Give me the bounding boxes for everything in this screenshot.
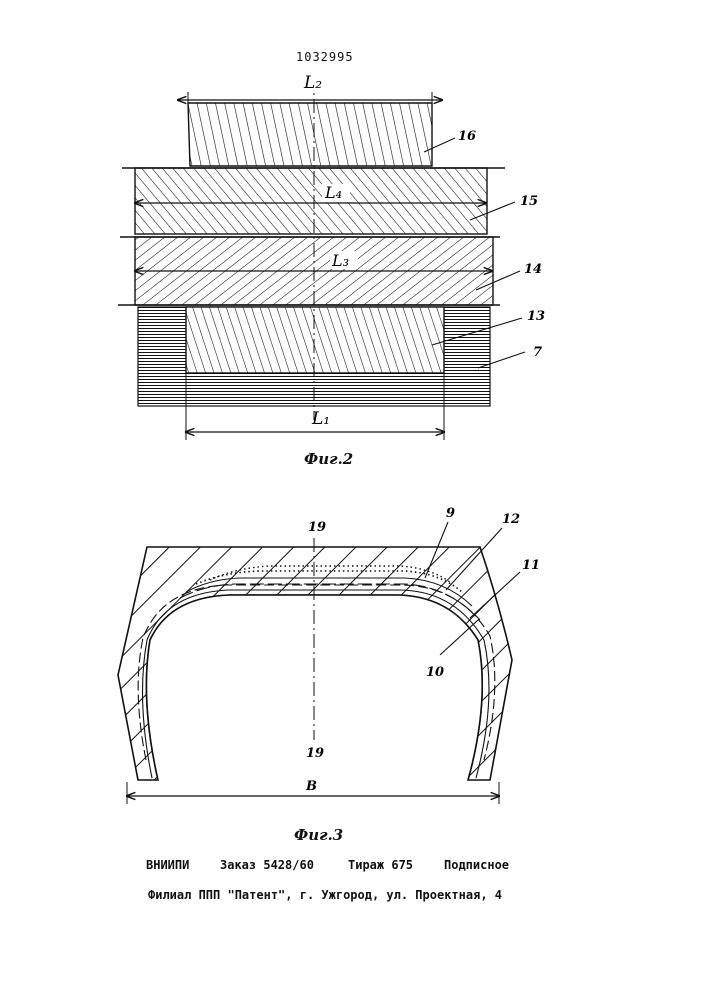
callout-7: 7 xyxy=(533,345,542,360)
callout-16: 16 xyxy=(458,129,476,144)
axis-label-bottom: 19 xyxy=(306,746,324,761)
callout-11: 11 xyxy=(522,558,540,573)
axis-label-top: 19 xyxy=(308,520,326,535)
dim-label-l3: L₃ xyxy=(331,251,349,270)
figure-3: 19 19 B 9 12 11 10 xyxy=(118,506,540,804)
figures-drawing: L₂ L₄ L₃ L₁ 16 15 14 13 7 xyxy=(0,0,707,860)
dim-label-l1: L₁ xyxy=(311,409,330,429)
footer-org: ВНИИПИ xyxy=(146,858,189,872)
dim-label-l2: L₂ xyxy=(303,73,322,93)
callout-13: 13 xyxy=(527,309,545,324)
callout-12: 12 xyxy=(502,512,520,527)
callout-14: 14 xyxy=(524,262,542,277)
callout-15: 15 xyxy=(520,194,538,209)
callout-10: 10 xyxy=(426,665,444,680)
callout-9: 9 xyxy=(446,506,455,521)
footer-circulation: Тираж 675 xyxy=(348,858,413,872)
figure-2-caption: Фиг.2 xyxy=(304,450,353,468)
footer-subscription: Подписное xyxy=(444,858,509,872)
dim-label-l4: L₄ xyxy=(324,183,342,202)
dim-label-b: B xyxy=(305,779,317,794)
layer-15 xyxy=(135,168,487,234)
footer-branch: Филиал ППП "Патент", г. Ужгород, ул. Про… xyxy=(148,888,502,902)
figure-3-caption: Фиг.3 xyxy=(294,826,343,844)
layer-16 xyxy=(188,103,432,166)
footer-order: Заказ 5428/60 xyxy=(220,858,314,872)
figure-2: L₂ L₄ L₃ L₁ 16 15 14 13 7 xyxy=(118,70,545,440)
